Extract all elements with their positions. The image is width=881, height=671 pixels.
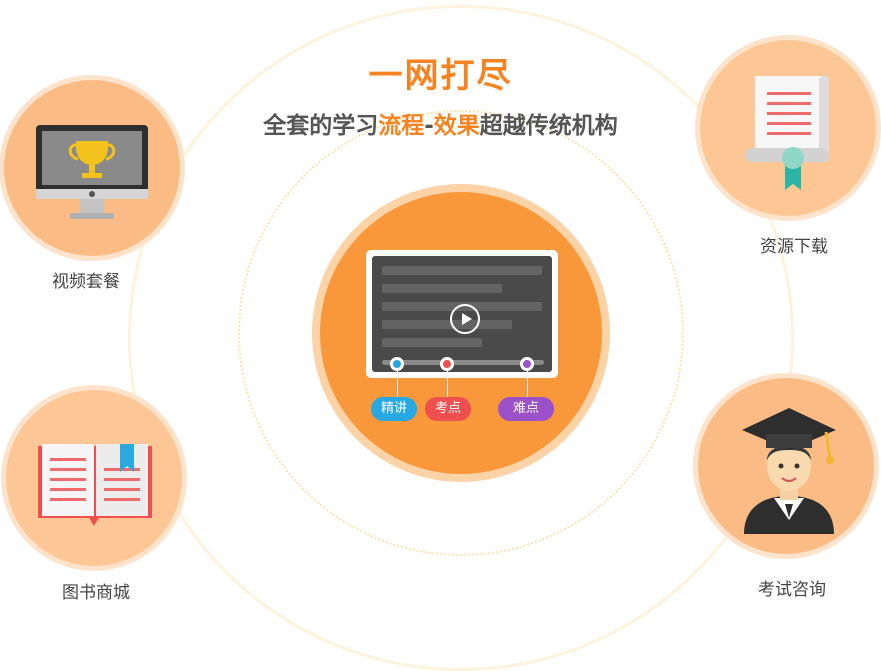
subtitle-part-5: 超越传统机构 <box>479 113 618 139</box>
tag-nandian[interactable]: 难点 <box>498 397 554 421</box>
subtitle-highlight-effect: 效果 <box>433 113 480 139</box>
subtitle-highlight-process: 流程 <box>378 113 425 139</box>
marker-stem <box>397 371 398 397</box>
certificate-scroll-icon <box>745 76 829 190</box>
subtitle-part-1: 全套的学习 <box>263 113 379 139</box>
text-line <box>382 338 482 347</box>
subtitle: 全套的学习流程-效果超越传统机构 <box>0 106 881 140</box>
text-line <box>382 320 512 329</box>
resource-download-label[interactable]: 资源下载 <box>760 237 828 257</box>
main-title: 一网打尽 <box>368 56 513 96</box>
inner-dotted-ring <box>238 110 684 556</box>
monitor-trophy-icon <box>36 125 148 219</box>
exam-consult-label[interactable]: 考试咨询 <box>758 580 826 600</box>
subtitle-dash: - <box>424 113 434 139</box>
video-package-label[interactable]: 视频套餐 <box>52 272 120 292</box>
player-screen <box>372 256 552 372</box>
book-mall-label[interactable]: 图书商城 <box>62 583 130 603</box>
marker-stem <box>447 371 448 397</box>
play-icon[interactable] <box>450 304 480 334</box>
timeline-marker-kaodian[interactable] <box>440 357 454 371</box>
text-line <box>382 266 542 275</box>
open-book-icon <box>38 444 152 526</box>
marker-stem <box>527 371 528 397</box>
text-line <box>382 284 502 293</box>
tag-kaodian[interactable]: 考点 <box>425 397 471 421</box>
timeline-marker-nandian[interactable] <box>520 357 534 371</box>
video-player[interactable] <box>366 250 558 378</box>
graduate-student-icon <box>742 408 836 534</box>
tag-jingjiang[interactable]: 精讲 <box>371 397 417 421</box>
timeline-marker-jingjiang[interactable] <box>390 357 404 371</box>
progress-track[interactable] <box>382 360 544 365</box>
